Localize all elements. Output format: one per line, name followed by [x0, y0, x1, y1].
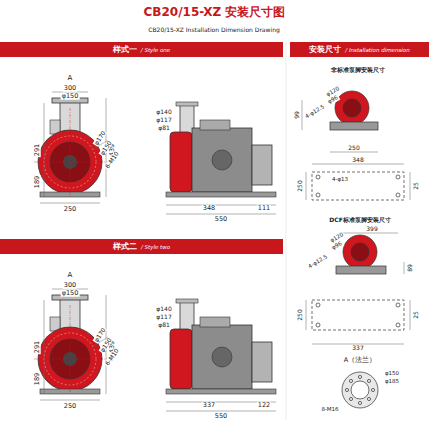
band-subheading: / Installation dimension — [345, 47, 409, 53]
dimension-label: 250 — [297, 308, 303, 321]
subtitle: CB20/15-XZ Installation Dimension Drawin… — [147, 27, 280, 33]
dimension-label: φ117 — [155, 314, 172, 320]
section-band: 安装尺寸 / Installation dimension — [290, 42, 429, 57]
dimension-label: φ185 — [384, 379, 400, 385]
dimension-label: 291 — [34, 340, 41, 354]
dimension-label: 348 — [202, 205, 216, 212]
dimension-label: 291 — [34, 143, 41, 157]
dimension-label: 122 — [257, 402, 271, 409]
dimension-label: 111 — [257, 205, 271, 212]
band-subheading: / Style two — [141, 244, 170, 250]
dimension-label: 8-M16 — [320, 407, 339, 413]
dimension-label: DCF标准泵脚安装尺寸 — [328, 217, 391, 223]
dimension-label: φ81 — [157, 125, 171, 131]
dimension-label: 399 — [365, 226, 378, 232]
dimension-label: 89 — [407, 263, 413, 273]
install-sketches — [312, 91, 404, 408]
dimension-label: 250 — [347, 145, 360, 151]
title: CB20/15-XZ 安装尺寸图 — [0, 4, 429, 21]
band-heading: 样式二 — [113, 241, 137, 252]
dimension-label: 4-φ13 — [331, 177, 349, 183]
dimension-label: φ150 — [384, 371, 400, 377]
dimension-label: φ81 — [157, 322, 171, 328]
dimension-label: 189 — [34, 175, 41, 189]
band-heading: 安装尺寸 — [309, 44, 341, 55]
dimension-label: 4-φ12.5 — [307, 254, 330, 270]
dimension-label: 337 — [351, 345, 364, 351]
dimension-label: 348 — [351, 157, 364, 163]
dimension-label: 25 — [413, 310, 419, 320]
section-band: 样式一 / Style one — [0, 42, 283, 57]
dimension-label: 250 — [63, 206, 77, 213]
band-subheading: / Style one — [141, 47, 170, 53]
dimension-label: 189 — [34, 372, 41, 386]
dimension-label: A — [67, 75, 74, 82]
band-heading: 样式一 — [113, 44, 137, 55]
dimension-label: φ150 — [61, 290, 80, 297]
dimension-label: 550 — [214, 413, 228, 420]
dimension-label: φ150 — [61, 93, 80, 100]
dimension-label: 550 — [214, 216, 228, 223]
dimension-label: A — [67, 272, 74, 279]
dimension-label: 4-φ12.5 — [304, 104, 327, 120]
dimension-label: 250 — [63, 403, 77, 410]
section-band: 样式二 / Style two — [0, 239, 283, 254]
dimension-label: A（法兰） — [343, 357, 377, 364]
dimension-label: 非标准泵脚安装尺寸 — [330, 67, 386, 73]
dimension-label: 250 — [297, 179, 303, 192]
dimension-label: 99 — [294, 110, 300, 120]
dimension-label: φ140 — [155, 109, 172, 115]
dimension-label: 25 — [413, 181, 419, 191]
dimension-label: 337 — [202, 402, 216, 409]
dimension-label: φ140 — [155, 306, 172, 312]
dimension-label: φ117 — [155, 117, 172, 123]
dimension-label: 300 — [63, 282, 77, 289]
dimension-label: 300 — [63, 85, 77, 92]
